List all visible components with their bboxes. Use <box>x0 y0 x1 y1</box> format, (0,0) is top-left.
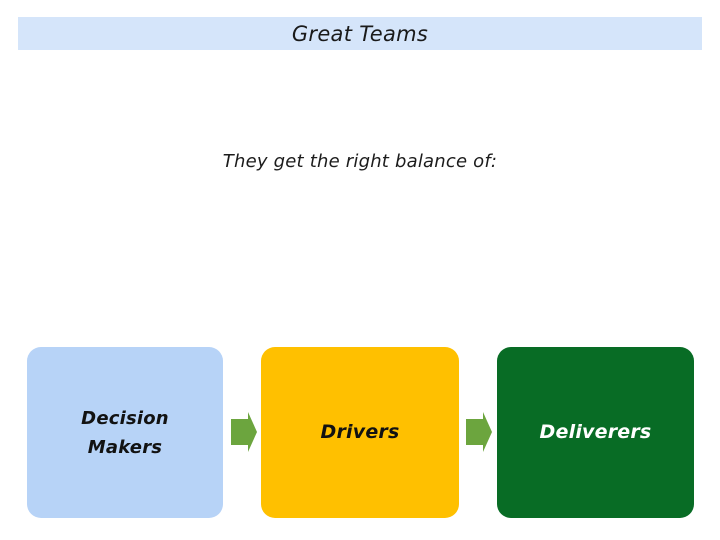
flow-box-label: Drivers <box>320 421 400 443</box>
slide-title-bar: Great Teams <box>18 17 702 50</box>
flow-box-deliverers: Deliverers <box>497 347 694 518</box>
arrow-shape <box>466 412 492 452</box>
flow-box-drivers: Drivers <box>261 347 459 518</box>
right-block-arrow-icon <box>466 412 492 452</box>
flow-box-decision-makers: Decision Makers <box>27 347 223 518</box>
slide-subtitle: They get the right balance of: <box>222 151 498 172</box>
flow-box-label: Deliverers <box>539 421 652 443</box>
arrow-shape <box>231 412 257 452</box>
right-block-arrow-icon <box>231 412 257 452</box>
page-title: Great Teams <box>291 21 429 46</box>
flow-box-label: Decision Makers <box>81 407 169 458</box>
